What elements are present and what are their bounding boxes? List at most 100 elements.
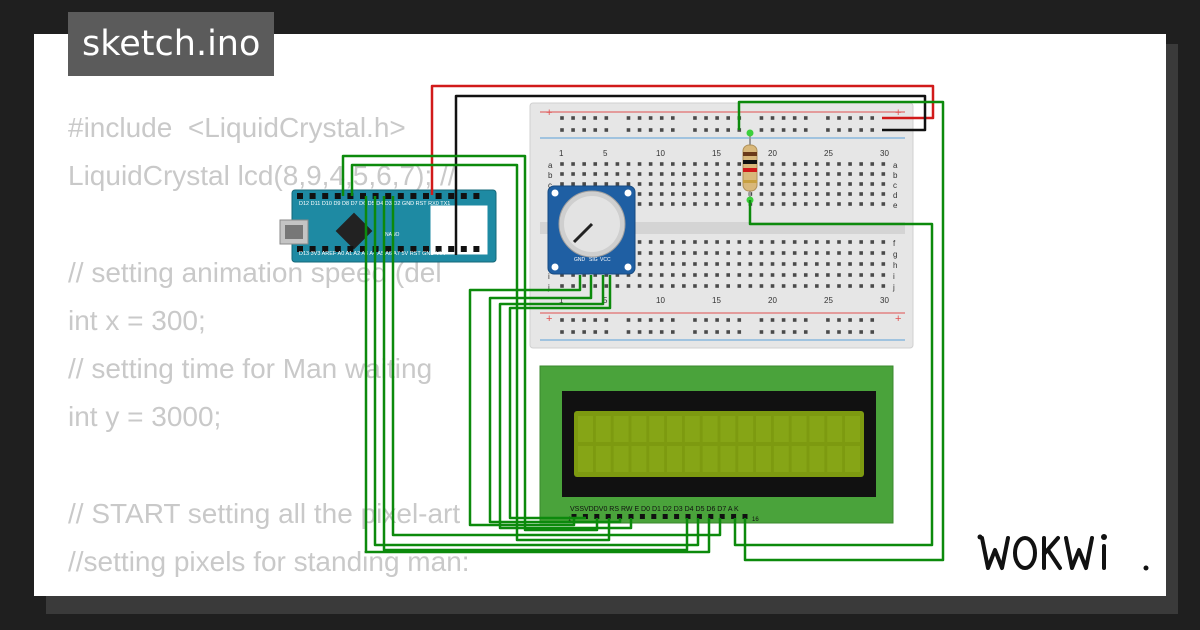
- breadboard-hole[interactable]: [737, 182, 742, 186]
- breadboard-hole[interactable]: [604, 182, 609, 186]
- breadboard-hole[interactable]: [682, 202, 686, 206]
- rail-hole[interactable]: [571, 330, 575, 334]
- nano-pin[interactable]: [322, 246, 329, 252]
- breadboard-hole[interactable]: [770, 182, 775, 186]
- rail-hole[interactable]: [560, 128, 564, 132]
- breadboard-hole[interactable]: [637, 251, 642, 255]
- breadboard-hole[interactable]: [803, 202, 808, 206]
- rail-hole[interactable]: [803, 116, 808, 120]
- breadboard-hole[interactable]: [671, 202, 675, 206]
- rail-hole[interactable]: [848, 330, 852, 334]
- wire-green[interactable]: [488, 275, 622, 524]
- breadboard-hole[interactable]: [859, 172, 863, 176]
- breadboard-hole[interactable]: [560, 162, 564, 166]
- breadboard-hole[interactable]: [726, 182, 730, 186]
- breadboard-hole[interactable]: [881, 182, 886, 186]
- breadboard-hole[interactable]: [726, 262, 730, 266]
- rail-hole[interactable]: [626, 116, 631, 120]
- breadboard-hole[interactable]: [571, 162, 575, 166]
- breadboard-hole[interactable]: [659, 192, 664, 196]
- breadboard-hole[interactable]: [815, 202, 819, 206]
- breadboard-hole[interactable]: [792, 273, 797, 277]
- breadboard-hole[interactable]: [704, 202, 708, 206]
- nano-pin[interactable]: [385, 193, 392, 199]
- breadboard-hole[interactable]: [671, 162, 675, 166]
- breadboard-hole[interactable]: [781, 284, 786, 288]
- breadboard-hole[interactable]: [803, 172, 808, 176]
- lcd-display[interactable]: VSSVDDV0 RS RW E D0 D1 D2 D3 D4 D5 D6 D7…: [539, 365, 894, 524]
- breadboard-hole[interactable]: [715, 202, 719, 206]
- rail-hole[interactable]: [693, 330, 697, 334]
- breadboard-hole[interactable]: [881, 284, 886, 288]
- nano-pin[interactable]: [297, 246, 303, 252]
- breadboard-hole[interactable]: [781, 162, 786, 166]
- breadboard-hole[interactable]: [748, 284, 753, 288]
- breadboard-hole[interactable]: [693, 240, 697, 244]
- rail-hole[interactable]: [770, 116, 775, 120]
- breadboard-hole[interactable]: [582, 172, 586, 176]
- breadboard-hole[interactable]: [759, 262, 764, 266]
- breadboard-hole[interactable]: [659, 202, 664, 206]
- nano-pin[interactable]: [423, 193, 429, 199]
- breadboard-hole[interactable]: [826, 251, 830, 255]
- rail-hole[interactable]: [715, 318, 719, 322]
- breadboard-hole[interactable]: [637, 162, 642, 166]
- breadboard-hole[interactable]: [770, 202, 775, 206]
- nano-pin[interactable]: [297, 193, 303, 199]
- arduino-nano[interactable]: D12 D11 D10 D9 D8 D7 D6 D5 D4 D3 D2 GND …: [279, 189, 497, 263]
- breadboard-hole[interactable]: [693, 162, 697, 166]
- rail-hole[interactable]: [837, 128, 841, 132]
- breadboard-hole[interactable]: [737, 273, 742, 277]
- nano-pin[interactable]: [448, 193, 455, 199]
- breadboard-hole[interactable]: [815, 172, 819, 176]
- breadboard-hole[interactable]: [870, 251, 875, 255]
- breadboard-hole[interactable]: [792, 182, 797, 186]
- rail-hole[interactable]: [704, 116, 708, 120]
- breadboard-hole[interactable]: [604, 284, 609, 288]
- breadboard-hole[interactable]: [870, 162, 875, 166]
- nano-pin[interactable]: [460, 246, 467, 252]
- breadboard-hole[interactable]: [637, 262, 642, 266]
- breadboard-hole[interactable]: [881, 202, 886, 206]
- breadboard-hole[interactable]: [881, 162, 886, 166]
- rail-hole[interactable]: [715, 116, 719, 120]
- breadboard-hole[interactable]: [748, 251, 753, 255]
- file-tab[interactable]: sketch.ino: [68, 12, 275, 76]
- lcd-pin[interactable]: [639, 514, 645, 519]
- breadboard-hole[interactable]: [881, 240, 886, 244]
- rail-hole[interactable]: [759, 128, 764, 132]
- nano-pin[interactable]: [448, 246, 455, 252]
- breadboard-hole[interactable]: [693, 202, 697, 206]
- nano-pin[interactable]: [473, 246, 480, 252]
- nano-pin[interactable]: [410, 246, 417, 252]
- rail-hole[interactable]: [593, 330, 598, 334]
- breadboard-hole[interactable]: [748, 240, 753, 244]
- breadboard-hole[interactable]: [837, 162, 841, 166]
- breadboard-hole[interactable]: [759, 172, 764, 176]
- breadboard-hole[interactable]: [560, 284, 564, 288]
- breadboard-hole[interactable]: [870, 202, 875, 206]
- breadboard-hole[interactable]: [737, 192, 742, 196]
- wire-black[interactable]: [454, 94, 927, 255]
- breadboard-hole[interactable]: [604, 162, 609, 166]
- breadboard-hole[interactable]: [792, 240, 797, 244]
- breadboard-hole[interactable]: [659, 162, 664, 166]
- rail-hole[interactable]: [704, 330, 708, 334]
- breadboard-hole[interactable]: [637, 192, 642, 196]
- nano-pin[interactable]: [347, 246, 354, 252]
- breadboard-hole[interactable]: [682, 172, 686, 176]
- breadboard-hole[interactable]: [781, 240, 786, 244]
- nano-pin[interactable]: [397, 246, 404, 252]
- rail-hole[interactable]: [726, 330, 730, 334]
- breadboard-hole[interactable]: [604, 172, 609, 176]
- breadboard-hole[interactable]: [815, 273, 819, 277]
- rail-hole[interactable]: [759, 330, 764, 334]
- rail-hole[interactable]: [781, 116, 786, 120]
- rail-hole[interactable]: [571, 128, 575, 132]
- breadboard-hole[interactable]: [848, 182, 852, 186]
- rail-hole[interactable]: [604, 318, 609, 322]
- nano-pin[interactable]: [360, 193, 366, 199]
- breadboard-hole[interactable]: [770, 162, 775, 166]
- breadboard-hole[interactable]: [726, 162, 730, 166]
- rail-hole[interactable]: [870, 128, 875, 132]
